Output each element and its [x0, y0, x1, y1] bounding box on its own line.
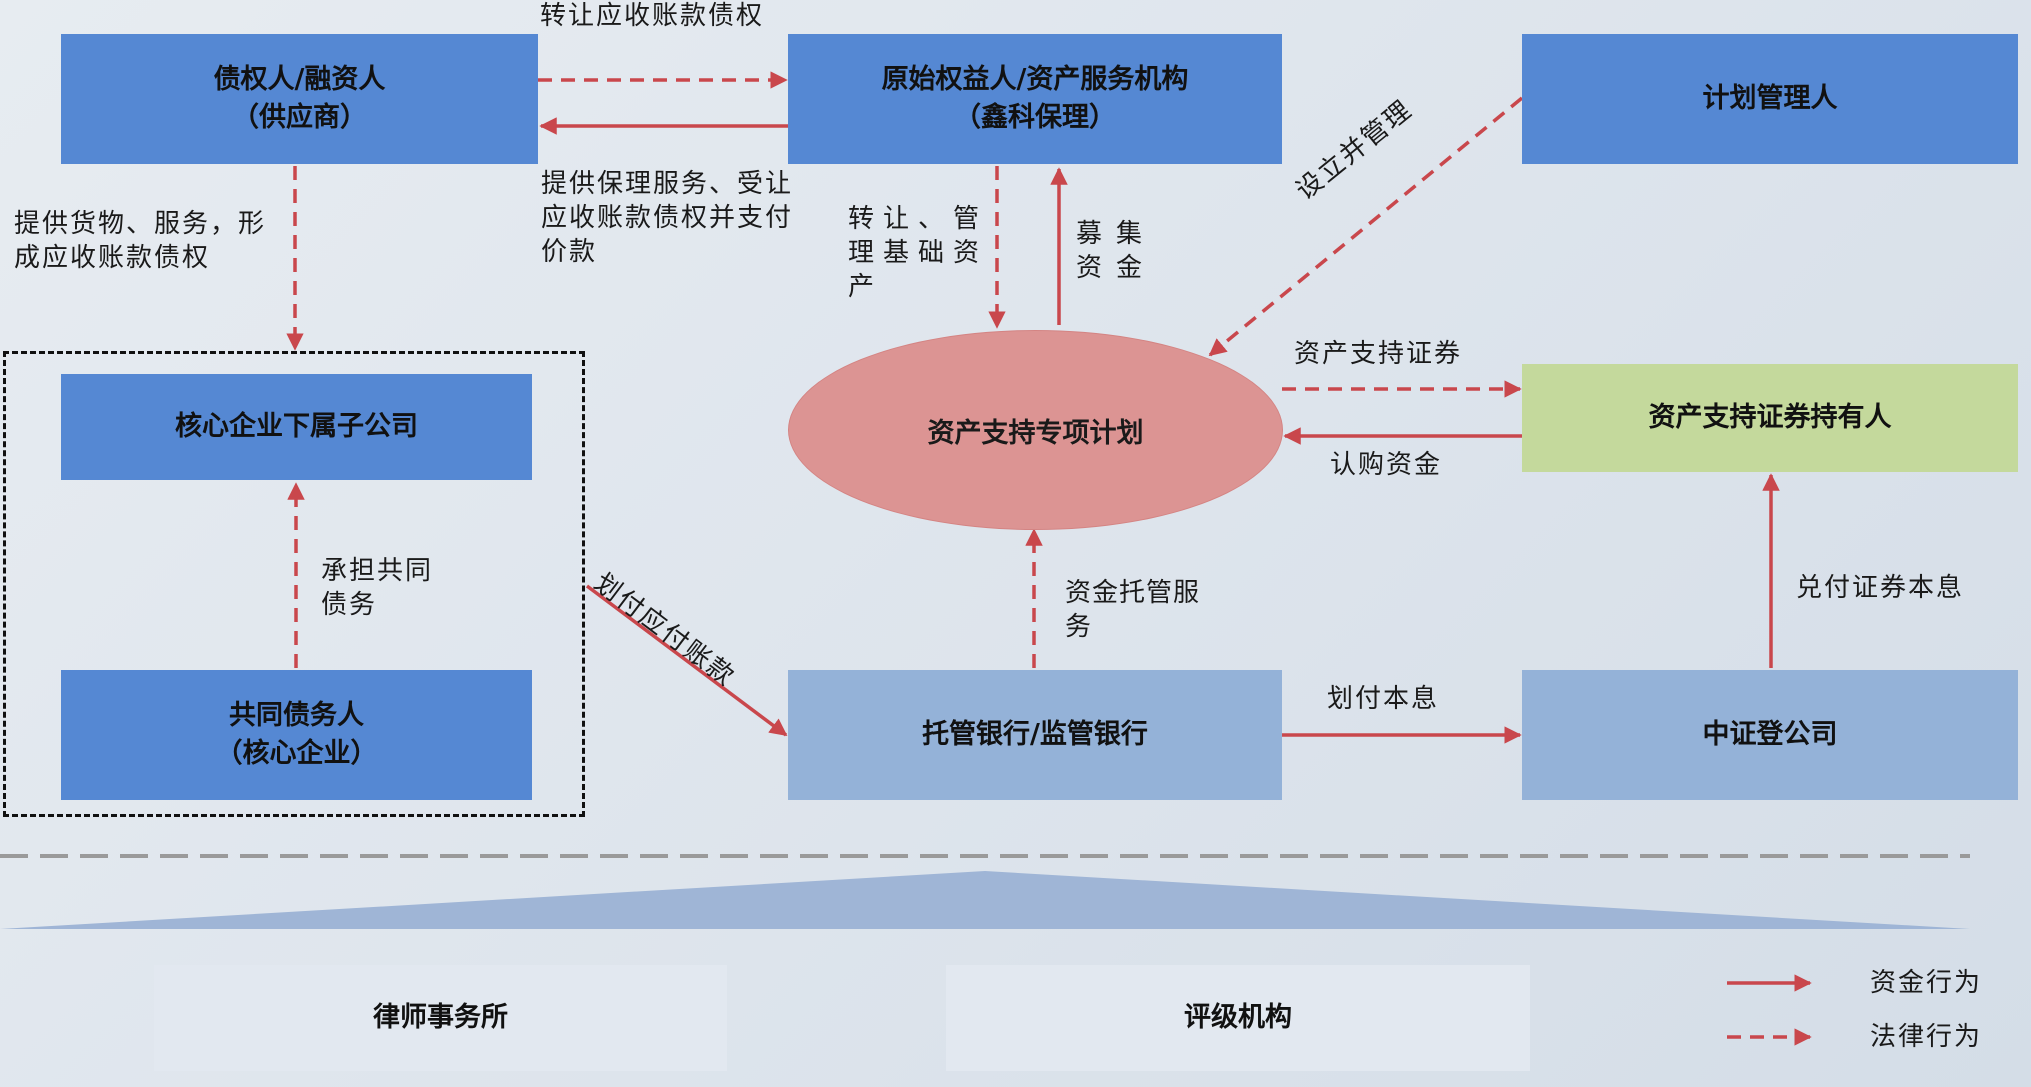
- label-subscription: 认购资金: [1330, 450, 1443, 480]
- label-joint-debt: 承担共同债务: [321, 556, 434, 620]
- label-pay-principal: 划付本息: [1327, 684, 1440, 714]
- arrow-pay-payables: [585, 584, 788, 737]
- node-law-firm: 律师事务所: [154, 965, 727, 1071]
- node-holders: 资产支持证券持有人: [1522, 364, 2018, 472]
- node-rating-agency: 评级机构: [946, 965, 1530, 1071]
- legend-legal-label: 法律行为: [1870, 1022, 1983, 1052]
- label-transfer-receivables: 转让应收账款债权: [540, 1, 765, 31]
- label-custody-service: 资金托管服务: [1065, 578, 1201, 642]
- node-co-debtor: 共同债务人 （核心企业）: [61, 670, 532, 800]
- node-creditor: 债权人/融资人 （供应商）: [61, 34, 538, 164]
- node-plan-manager: 计划管理人: [1522, 34, 2018, 164]
- label-provide-goods: 提供货物、服务，形成应收账款债权: [14, 209, 267, 273]
- node-special-plan: 资产支持专项计划: [788, 330, 1283, 530]
- core-enterprise-group-frame: [3, 351, 585, 817]
- node-originator: 原始权益人/资产服务机构 （鑫科保理）: [788, 34, 1282, 164]
- node-csdc: 中证登公司: [1522, 670, 2018, 800]
- label-transfer-manage: 转让、管理基础资产: [848, 204, 989, 302]
- legend-fund-label: 资金行为: [1870, 968, 1983, 998]
- support-triangle: [0, 871, 1970, 929]
- label-abs: 资产支持证券: [1294, 339, 1463, 369]
- label-factoring-service: 提供保理服务、受让应收账款债权并支付价款: [541, 169, 794, 267]
- node-custodian: 托管银行/监管银行: [788, 670, 1282, 800]
- node-subsidiary: 核心企业下属子公司: [61, 374, 532, 480]
- label-redeem: 兑付证券本息: [1796, 573, 1965, 603]
- label-raise-funds: 募集资金: [1076, 219, 1157, 283]
